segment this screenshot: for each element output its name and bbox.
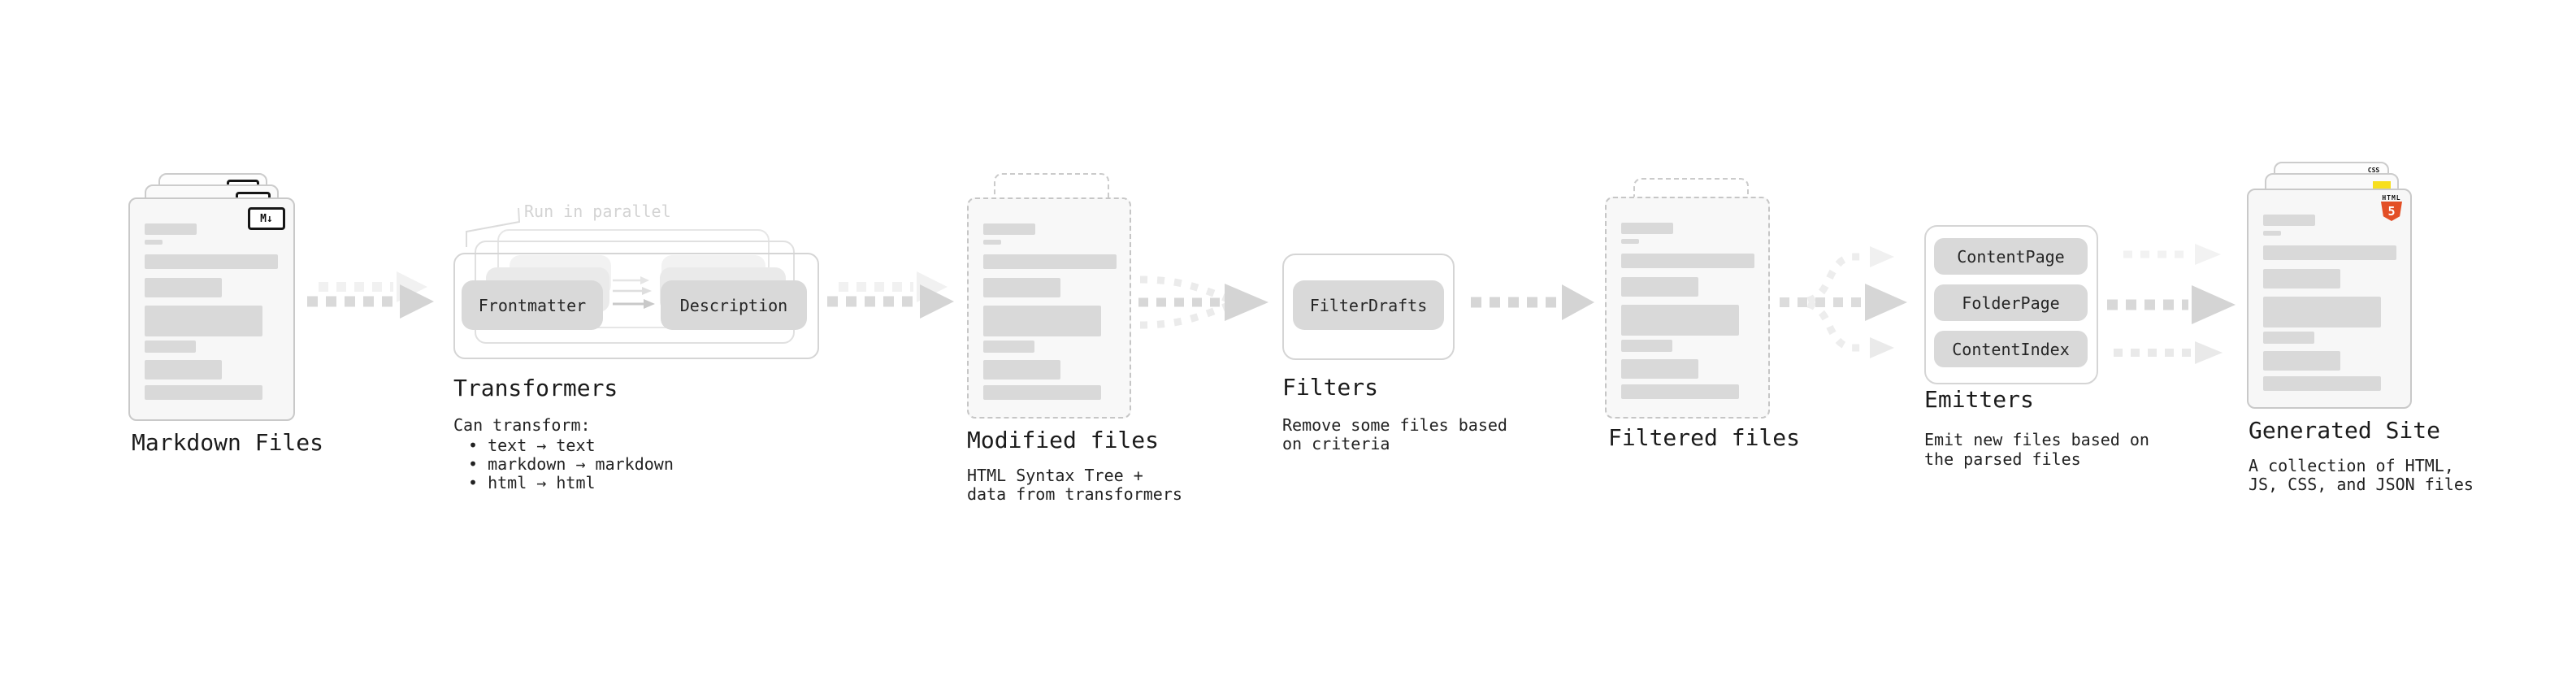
filtered-files-stack [1605,170,1772,430]
transformer-description-pill: Description [661,280,807,330]
generated-site-stack: CSS HTML 5 [2247,158,2413,419]
skeleton-bar [2263,215,2315,226]
emitter-contentpage-pill: ContentPage [1934,238,2088,275]
skeleton-bar [983,254,1117,269]
markdown-files-stack: M↓ M↓ M↓ [128,170,295,430]
skeleton-bar [1621,384,1739,399]
arrow-filtered-to-emitters-fanout [1780,246,1907,358]
filters-heading: Filters [1282,374,1379,401]
run-in-parallel-leader-line [466,207,521,247]
file-skeleton-lines [983,223,1117,400]
markdown-file-card-front: M↓ [128,197,295,421]
skeleton-bar [2263,269,2340,288]
transformers-bullet: • markdown → markdown [468,454,674,474]
skeleton-bar [1621,305,1739,336]
modified-files-stack [967,170,1134,430]
skeleton-bar [145,240,163,245]
skeleton-bar [983,240,1001,245]
file-skeleton-lines [2263,215,2397,391]
skeleton-bar [2263,332,2314,344]
skeleton-bar [983,278,1060,297]
arrow-filters-to-filtered [1471,284,1594,320]
skeleton-bar [983,306,1101,336]
css-icon-label: CSS [2367,167,2380,174]
skeleton-bar [2263,231,2281,236]
transformers-bullet: • html → html [468,473,596,492]
modified-files-heading: Modified files [967,427,1160,453]
skeleton-bar [145,385,262,400]
filters-desc: on criteria [1282,434,1390,453]
skeleton-bar [145,360,222,380]
skeleton-bar [145,223,197,235]
transformers-heading: Transformers [453,375,618,401]
skeleton-bar [983,340,1034,353]
modified-files-desc: data from transformers [967,484,1182,504]
skeleton-bar [983,223,1035,235]
generated-site-heading: Generated Site [2249,417,2441,444]
filtered-files-heading: Filtered files [1608,424,1801,451]
run-in-parallel-label: Run in parallel [524,202,671,221]
generated-site-desc: A collection of HTML, [2249,456,2454,475]
skeleton-bar [145,254,278,269]
html5-icon: HTML 5 [2381,194,2402,221]
skeleton-bar [1621,223,1673,234]
transformer-frontmatter-pill: Frontmatter [462,280,603,330]
arrow-modified-to-filters-merge [1138,275,1268,329]
emitters-desc: Emit new files based on [1924,430,2149,449]
skeleton-bar [2263,245,2396,260]
arrows-emitters-to-site [2107,244,2236,364]
transformers-desc-intro: Can transform: [453,415,591,435]
skeleton-bar [145,306,262,336]
filter-drafts-pill: FilterDrafts [1293,280,1444,330]
transformers-box-front [453,253,819,359]
filters-desc: Remove some files based [1282,415,1507,435]
emitters-desc: the parsed files [1924,449,2081,469]
skeleton-bar [1621,277,1698,297]
arrow-transformers-to-modified [827,271,954,319]
modified-file-card-front [967,197,1131,419]
emitter-contentindex-pill: ContentIndex [1934,331,2088,367]
skeleton-bar [983,385,1101,400]
filtered-file-card-front [1605,197,1770,419]
transformers-bullet: • text → text [468,436,596,455]
html5-icon-label: HTML [2382,194,2401,202]
file-skeleton-lines [145,223,280,400]
emitters-heading: Emitters [1924,386,2034,413]
transformer-step-arrows [613,276,655,309]
modified-files-desc: HTML Syntax Tree + [967,466,1143,485]
skeleton-bar [983,360,1060,380]
file-skeleton-lines [1621,223,1755,399]
skeleton-bar [2263,297,2381,327]
skeleton-bar [1621,359,1698,379]
arrow-markdown-to-transformers [307,271,434,319]
skeleton-bar [2263,376,2381,391]
markdown-files-heading: Markdown Files [132,429,324,456]
site-file-card-html: HTML 5 [2247,189,2412,409]
emitter-folderpage-pill: FolderPage [1934,284,2088,321]
skeleton-bar [145,278,222,297]
skeleton-bar [2263,351,2340,371]
markdown-icon: M↓ [248,207,285,230]
skeleton-bar [1621,340,1672,352]
skeleton-bar [145,340,196,353]
skeleton-bar [1621,254,1754,268]
skeleton-bar [1621,239,1639,244]
generated-site-desc: JS, CSS, and JSON files [2249,475,2474,494]
